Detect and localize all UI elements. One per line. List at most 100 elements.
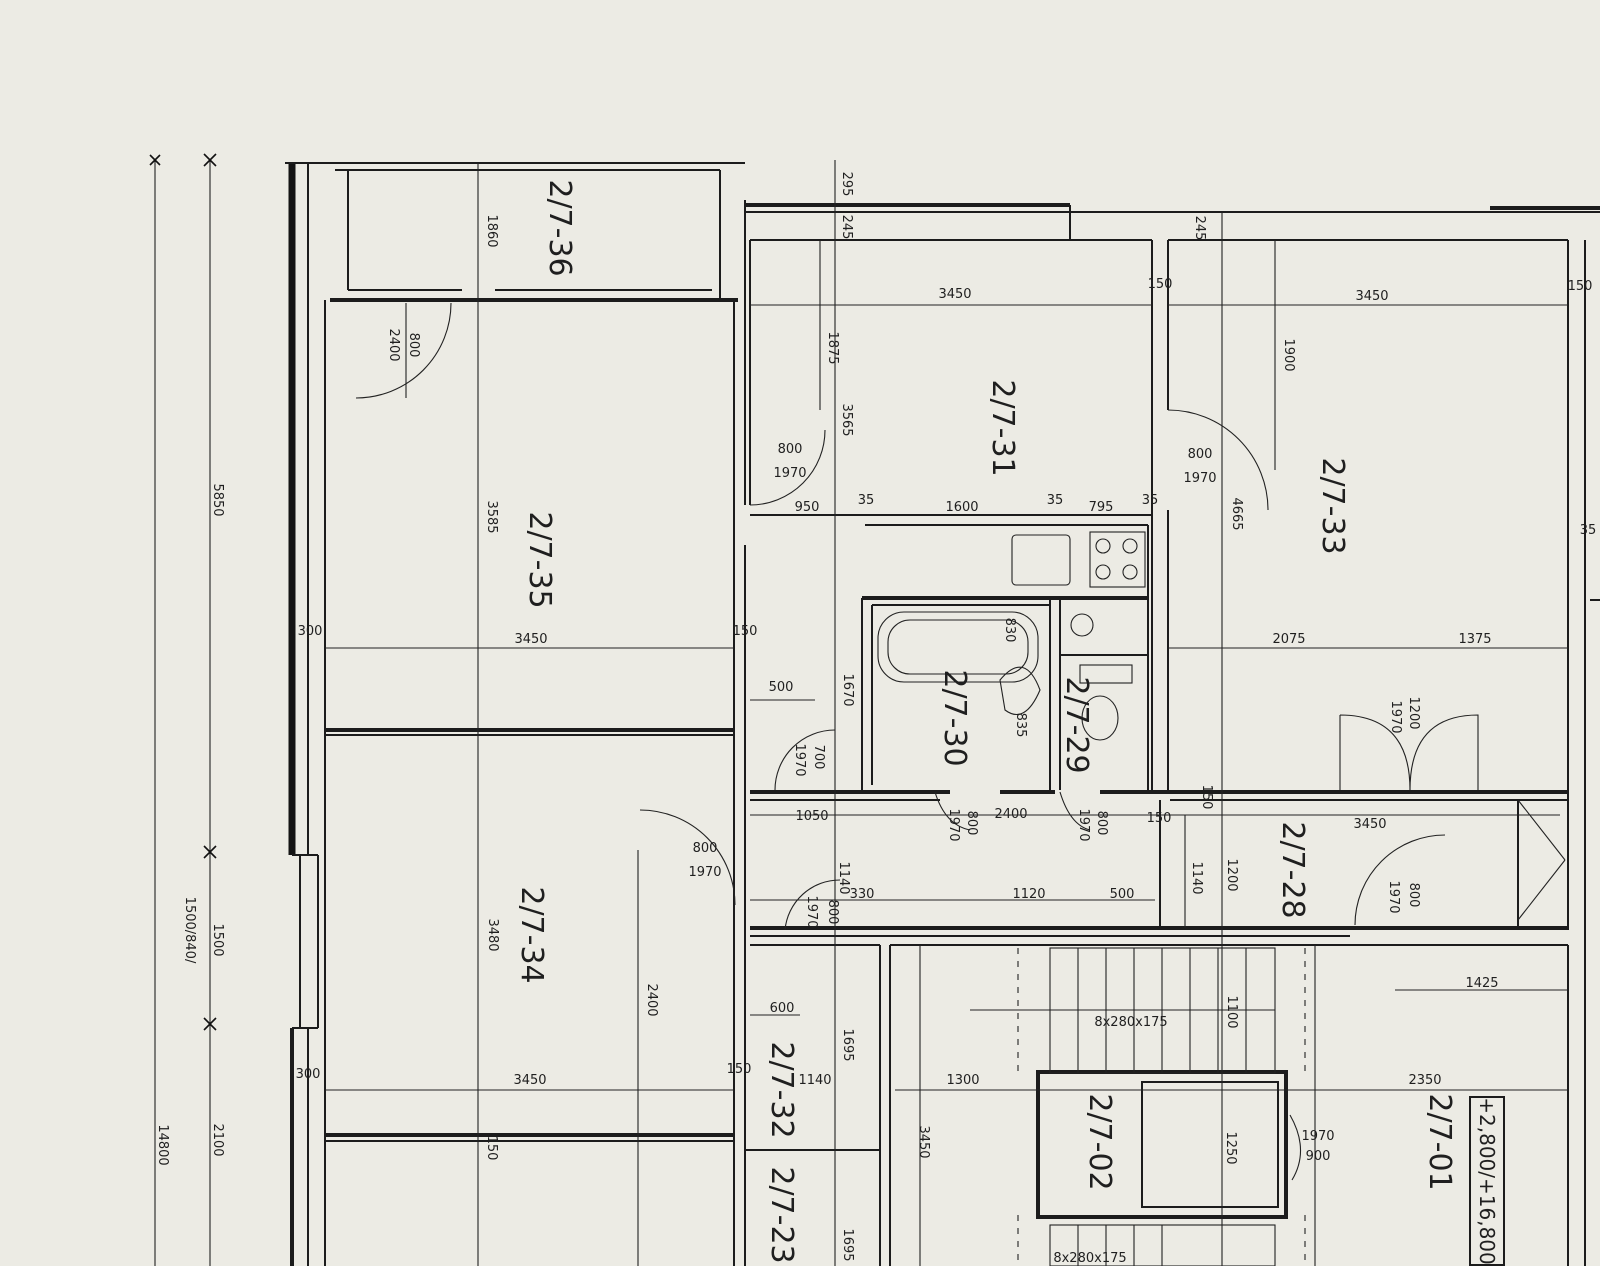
dim: 300 — [296, 1067, 321, 1082]
dim: 3585 — [484, 500, 499, 533]
dim: 150 — [733, 624, 758, 639]
dim: 800 — [1094, 811, 1109, 836]
level-box — [1469, 1096, 1505, 1266]
dim-2100: 2100 — [210, 1123, 225, 1156]
dim: 1900 — [1281, 338, 1296, 371]
dim: 4665 — [1229, 497, 1244, 530]
dim: 830 — [1002, 618, 1017, 643]
room-label-2-7-23: 2/7-23 — [764, 1166, 799, 1263]
dim: 835 — [1013, 713, 1028, 738]
dim: 8x280x175 — [1053, 1251, 1126, 1266]
dimension-labels: 1860 800 2400 3585 300 3450 150 3480 240… — [296, 172, 1597, 1266]
dim: 150 — [1568, 279, 1593, 294]
room-label-2-7-34: 2/7-34 — [514, 886, 549, 983]
dim: 1100 — [1224, 995, 1239, 1028]
dim: 800 — [1188, 447, 1213, 462]
dim: 330 — [850, 887, 875, 902]
dim: 3450 — [938, 287, 971, 302]
dim: 1970 — [946, 808, 961, 841]
dim: 1875 — [825, 331, 840, 364]
dim-5850: 5850 — [210, 483, 225, 516]
dim: 150 — [1148, 277, 1173, 292]
dim-1500-840: 1500/840/ — [182, 897, 197, 964]
dim: 245 — [839, 215, 854, 240]
dim-1500: 1500 — [210, 923, 225, 956]
dim: 2400 — [386, 328, 401, 361]
dim: 795 — [1089, 500, 1114, 515]
dim: 1970 — [792, 743, 807, 776]
dim: 150 — [484, 1136, 499, 1161]
dim: 1140 — [836, 861, 851, 894]
dim: 1695 — [840, 1028, 855, 1061]
dim: 1375 — [1458, 632, 1491, 647]
dim: 35 — [1047, 493, 1064, 508]
dim: 950 — [795, 500, 820, 515]
room-label-2-7-01: 2/7-01 — [1422, 1093, 1457, 1190]
dim: 35 — [1142, 493, 1159, 508]
dim: 35 — [858, 493, 875, 508]
room-label-2-7-02: 2/7-02 — [1082, 1093, 1117, 1190]
dim: 1970 — [688, 865, 721, 880]
dim: 1120 — [1012, 887, 1045, 902]
dim: 3450 — [514, 632, 547, 647]
dim: 295 — [839, 172, 854, 197]
dim: 1425 — [1465, 976, 1498, 991]
room-label-2-7-31: 2/7-31 — [985, 379, 1020, 476]
dim: 1200 — [1224, 858, 1239, 891]
dim: 1970 — [1183, 471, 1216, 486]
dim: 700 — [811, 745, 826, 770]
dim: 1670 — [840, 673, 855, 706]
dim: 3450 — [916, 1125, 931, 1158]
dim: 3450 — [1355, 289, 1388, 304]
stair-treads — [1049, 947, 1276, 1266]
level-box-text: +2,800/+16,800 — [1475, 1097, 1499, 1265]
dim: 2350 — [1408, 1073, 1441, 1088]
room-label-2-7-33: 2/7-33 — [1315, 457, 1350, 554]
dim: 150 — [1199, 785, 1214, 810]
room-label-2-7-29: 2/7-29 — [1059, 676, 1094, 773]
dim-14800: 14800 — [155, 1124, 170, 1165]
dim: 2075 — [1272, 632, 1305, 647]
left-dimension-chains — [149, 153, 217, 1266]
dim: 1200 — [1406, 696, 1421, 729]
dim: 1970 — [1386, 880, 1401, 913]
dim: 3480 — [485, 918, 500, 951]
dim: 245 — [1192, 216, 1207, 241]
dim: 500 — [1110, 887, 1135, 902]
door-swings — [355, 302, 1566, 1181]
dim: 1600 — [945, 500, 978, 515]
dim: 1970 — [773, 466, 806, 481]
dim: 8x280x175 — [1094, 1015, 1167, 1030]
dim: 800 — [1406, 883, 1421, 908]
dim: 1860 — [484, 214, 499, 247]
dim: 1050 — [795, 809, 828, 824]
dim: 2400 — [994, 807, 1027, 822]
room-label-2-7-36: 2/7-36 — [542, 179, 577, 276]
dim: 500 — [769, 680, 794, 695]
dim: 3450 — [513, 1073, 546, 1088]
dim: 1140 — [1189, 861, 1204, 894]
dim: 800 — [778, 442, 803, 457]
room-label-2-7-32: 2/7-32 — [764, 1041, 799, 1138]
dim: 150 — [1147, 811, 1172, 826]
dim: 1970 — [1388, 700, 1403, 733]
dim: 35 — [1580, 523, 1597, 538]
dim: 1970 — [1301, 1129, 1334, 1144]
dim: 800 — [406, 333, 421, 358]
dim: 900 — [1306, 1149, 1331, 1164]
dim: 300 — [298, 624, 323, 639]
dim: 600 — [770, 1001, 795, 1016]
dimension-lines — [325, 160, 1568, 1266]
room-label-2-7-30: 2/7-30 — [937, 669, 972, 766]
room-label-2-7-28: 2/7-28 — [1275, 821, 1310, 918]
dim: 1300 — [946, 1073, 979, 1088]
dim: 1140 — [798, 1073, 831, 1088]
dim: 1250 — [1223, 1131, 1238, 1164]
dim: 800 — [964, 811, 979, 836]
dim: 800 — [693, 841, 718, 856]
room-label-2-7-35: 2/7-35 — [522, 511, 557, 608]
sanitary-fixtures — [877, 531, 1146, 741]
dim: 1970 — [1076, 808, 1091, 841]
dim: 1970 — [804, 895, 819, 928]
